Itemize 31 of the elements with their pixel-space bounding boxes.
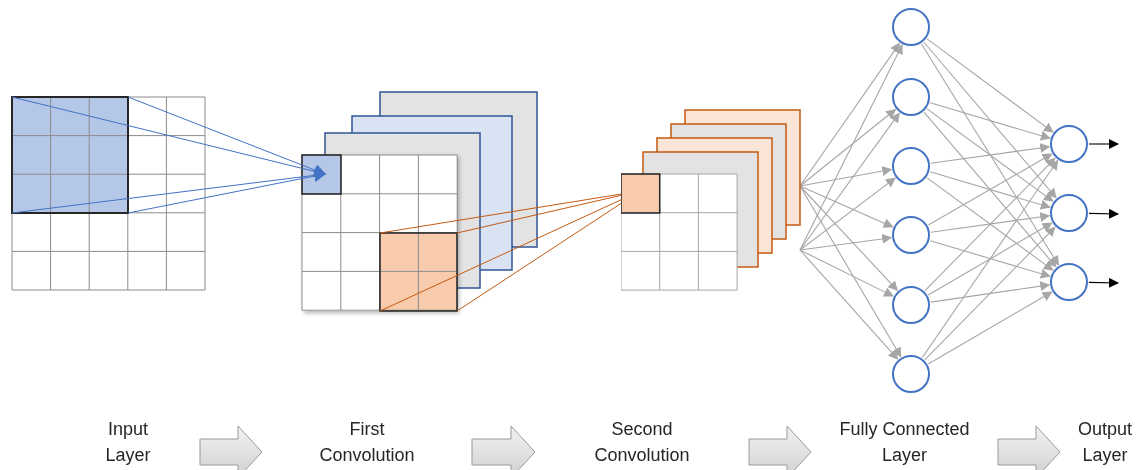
arrow bbox=[923, 111, 1057, 268]
arrow bbox=[930, 212, 1051, 233]
arrow bbox=[929, 171, 1051, 210]
arrow bbox=[924, 157, 1056, 292]
arrow bbox=[799, 233, 893, 251]
arrow bbox=[926, 38, 1054, 133]
layer-label: Fully Connected Layer bbox=[815, 416, 994, 468]
block-arrow bbox=[748, 425, 812, 470]
arrow bbox=[929, 240, 1051, 279]
arrow bbox=[1088, 277, 1119, 288]
block-arrow bbox=[471, 425, 536, 470]
arrow bbox=[926, 177, 1054, 271]
arrow bbox=[799, 177, 896, 251]
arrow bbox=[924, 226, 1056, 361]
block-arrow bbox=[199, 425, 263, 470]
arrow bbox=[1088, 139, 1119, 149]
arrow bbox=[926, 108, 1054, 202]
arrow bbox=[799, 112, 900, 251]
arrow bbox=[799, 249, 894, 297]
layer-label: First Convolution bbox=[266, 416, 468, 468]
layer-label: Second Convolution bbox=[539, 416, 745, 468]
layer-label: Input Layer bbox=[60, 416, 196, 468]
arrow bbox=[929, 102, 1051, 141]
block-arrow bbox=[997, 425, 1061, 470]
feature-map-stack bbox=[621, 109, 801, 292]
layer-label: Output Layer bbox=[1064, 416, 1146, 468]
arrow bbox=[930, 143, 1051, 164]
arrow bbox=[930, 281, 1051, 303]
arrow bbox=[799, 249, 899, 360]
arrow bbox=[923, 41, 1057, 199]
arrow bbox=[1088, 208, 1119, 219]
